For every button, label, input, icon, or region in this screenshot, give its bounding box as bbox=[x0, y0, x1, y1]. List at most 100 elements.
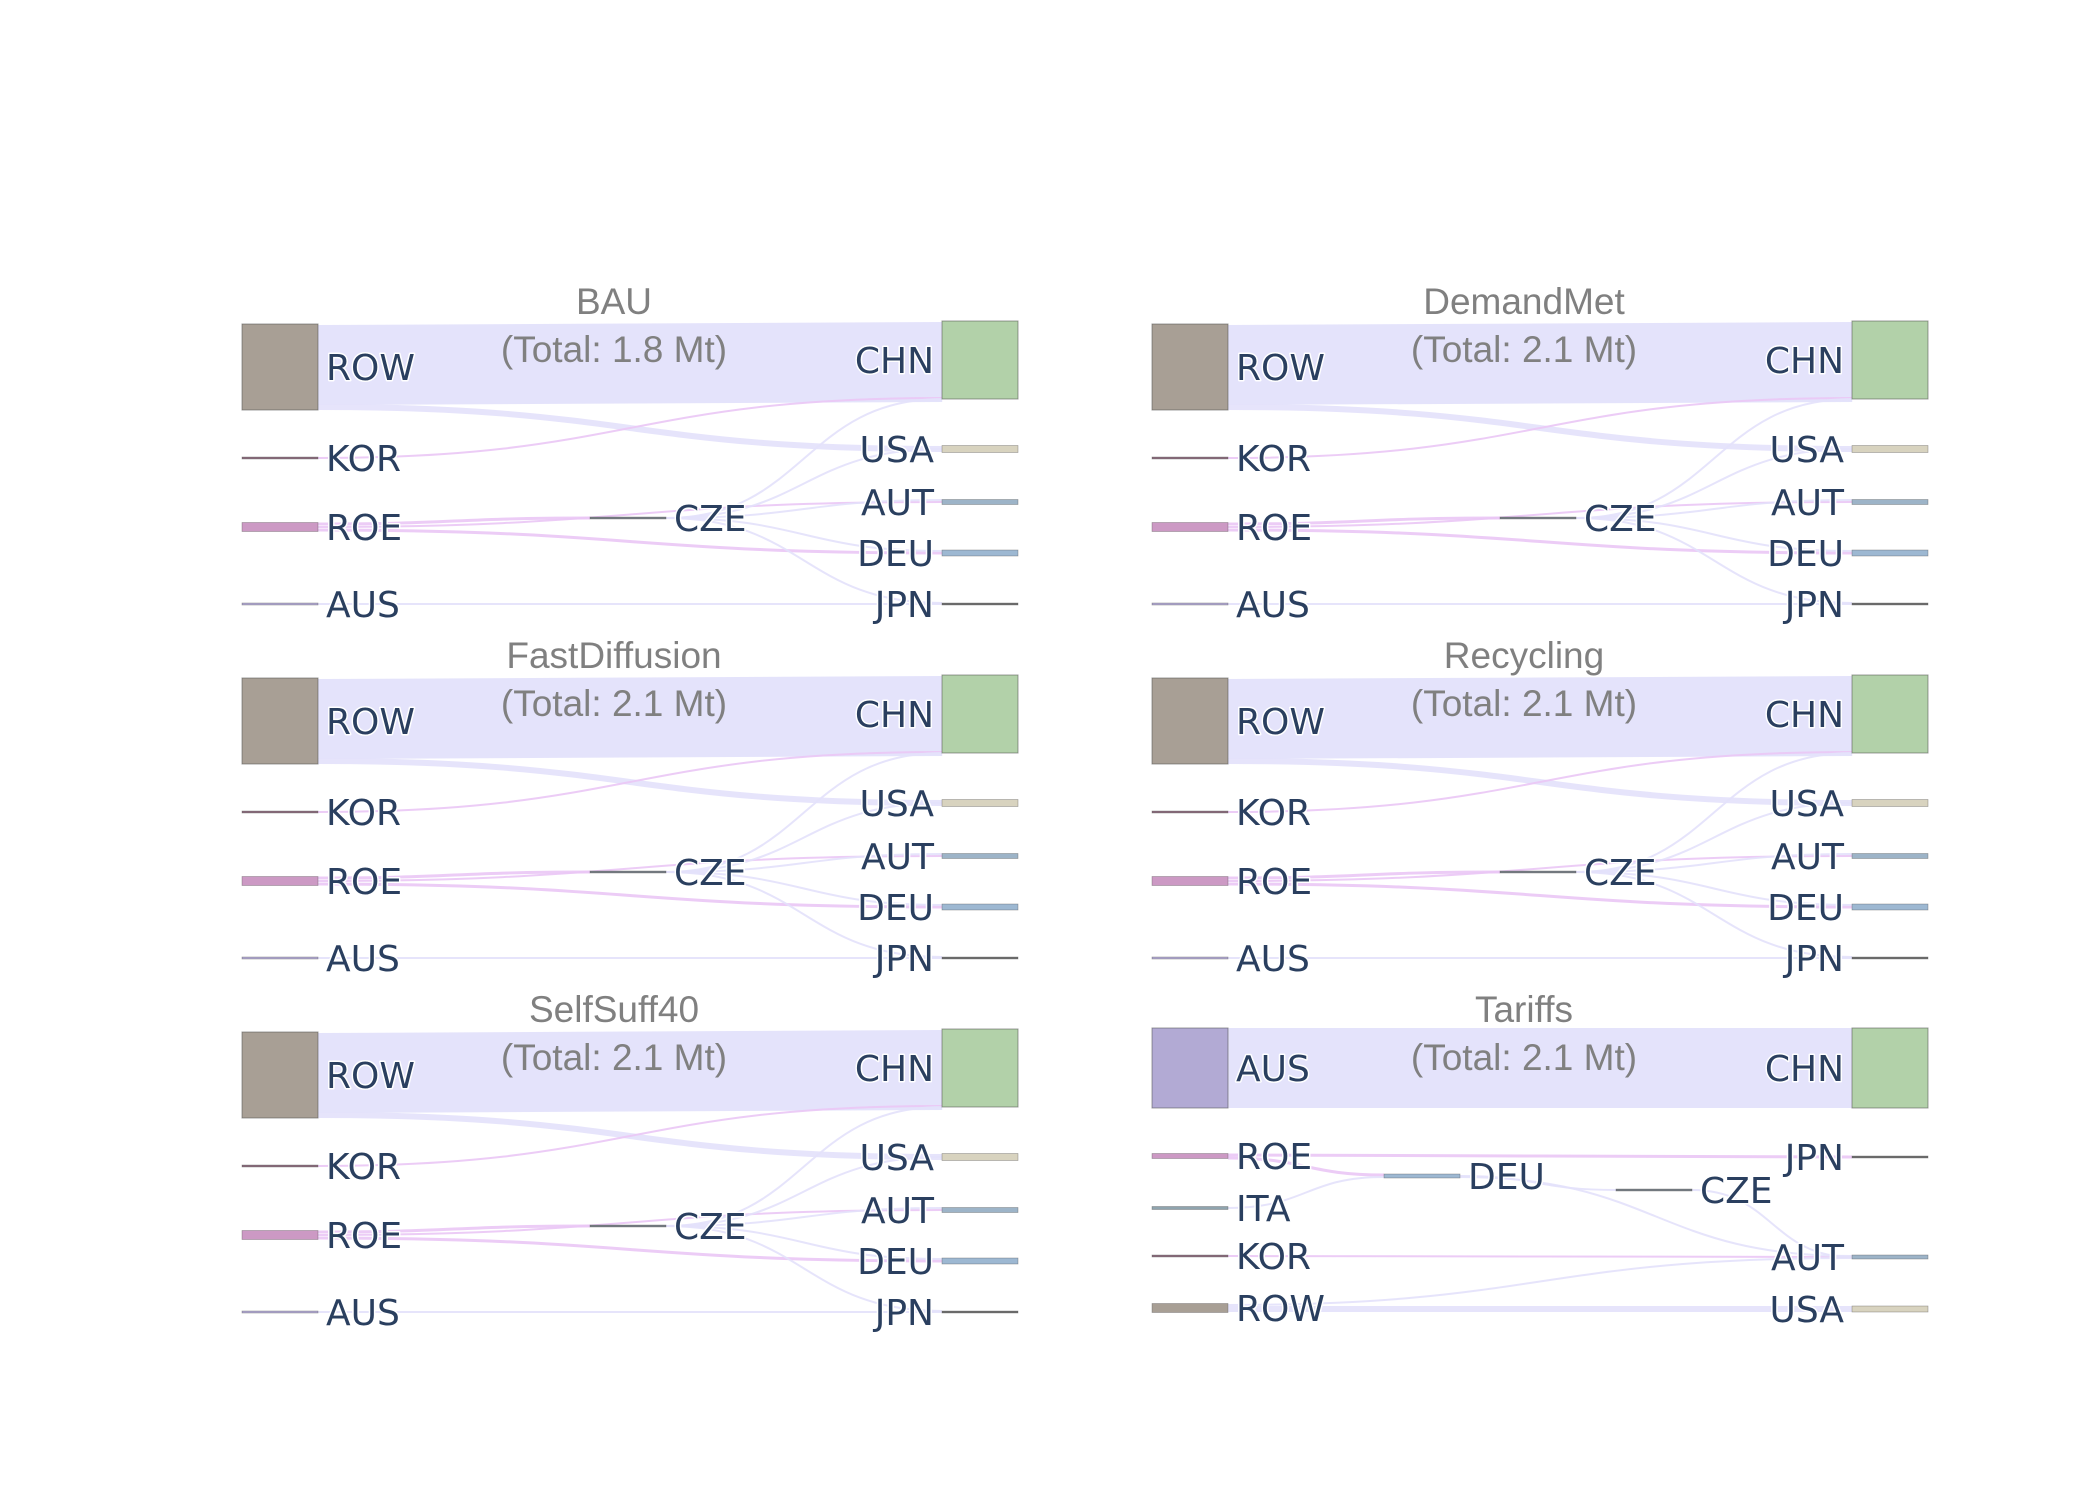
link-cze-deu[interactable] bbox=[665, 871, 943, 906]
node-cze[interactable] bbox=[1615, 1188, 1693, 1192]
node-usa[interactable] bbox=[1851, 1305, 1929, 1313]
link-cze-chn[interactable] bbox=[1575, 398, 1853, 519]
link-kor-aut[interactable] bbox=[1227, 1255, 1853, 1258]
link-roe-cze[interactable] bbox=[1227, 516, 1501, 526]
link-roe-aut[interactable] bbox=[1227, 855, 1853, 882]
node-usa[interactable] bbox=[1851, 799, 1929, 807]
link-row-chn[interactable] bbox=[317, 322, 943, 405]
node-jpn[interactable] bbox=[1851, 956, 1929, 960]
link-cze-jpn[interactable] bbox=[665, 1225, 943, 1312]
link-kor-chn[interactable] bbox=[317, 751, 943, 813]
node-aut[interactable] bbox=[941, 853, 1019, 859]
link-cze-deu[interactable] bbox=[665, 1225, 943, 1260]
link-roe-deu[interactable] bbox=[1227, 528, 1853, 555]
node-kor[interactable] bbox=[1151, 456, 1229, 460]
link-row-aut[interactable] bbox=[1227, 1257, 1853, 1306]
node-ita[interactable] bbox=[1151, 1206, 1229, 1210]
link-cze-chn[interactable] bbox=[665, 752, 943, 873]
link-roe-cze[interactable] bbox=[317, 516, 591, 526]
node-roe[interactable] bbox=[1151, 522, 1229, 532]
node-aut[interactable] bbox=[1851, 499, 1929, 505]
link-cze-aut[interactable] bbox=[665, 1207, 943, 1227]
node-jpn[interactable] bbox=[1851, 1155, 1929, 1159]
link-roe-cze[interactable] bbox=[317, 870, 591, 880]
node-deu[interactable] bbox=[941, 903, 1019, 911]
node-deu[interactable] bbox=[941, 1257, 1019, 1265]
link-cze-deu[interactable] bbox=[665, 517, 943, 552]
node-cze[interactable] bbox=[1499, 516, 1577, 520]
node-chn[interactable] bbox=[1851, 1027, 1929, 1109]
node-kor[interactable] bbox=[1151, 1254, 1229, 1258]
link-roe-aut[interactable] bbox=[317, 1209, 943, 1236]
node-jpn[interactable] bbox=[941, 1310, 1019, 1314]
node-kor[interactable] bbox=[241, 810, 319, 814]
node-row[interactable] bbox=[1151, 677, 1229, 765]
node-cze[interactable] bbox=[589, 1224, 667, 1228]
node-aut[interactable] bbox=[1851, 1254, 1929, 1260]
link-row-chn[interactable] bbox=[1227, 322, 1853, 405]
link-roe-deu[interactable] bbox=[1227, 882, 1853, 909]
link-cze-deu[interactable] bbox=[1575, 871, 1853, 906]
node-roe[interactable] bbox=[241, 522, 319, 532]
node-row[interactable] bbox=[241, 677, 319, 765]
link-kor-chn[interactable] bbox=[1227, 751, 1853, 813]
link-roe-aut[interactable] bbox=[1227, 501, 1853, 528]
node-roe[interactable] bbox=[241, 876, 319, 886]
link-cze-aut[interactable] bbox=[665, 853, 943, 873]
node-jpn[interactable] bbox=[941, 956, 1019, 960]
link-roe-aut[interactable] bbox=[317, 855, 943, 882]
link-roe-aut[interactable] bbox=[317, 501, 943, 528]
link-cze-jpn[interactable] bbox=[1575, 871, 1853, 958]
link-row-chn[interactable] bbox=[1227, 676, 1853, 759]
node-chn[interactable] bbox=[941, 1028, 1019, 1108]
node-chn[interactable] bbox=[941, 674, 1019, 754]
link-cze-aut[interactable] bbox=[1575, 853, 1853, 873]
link-row-chn[interactable] bbox=[317, 1030, 943, 1113]
link-cze-jpn[interactable] bbox=[665, 517, 943, 604]
node-kor[interactable] bbox=[241, 456, 319, 460]
node-deu[interactable] bbox=[1851, 549, 1929, 557]
node-aus[interactable] bbox=[1151, 956, 1229, 960]
node-kor[interactable] bbox=[241, 1164, 319, 1168]
link-row-chn[interactable] bbox=[317, 676, 943, 759]
link-cze-aut[interactable] bbox=[1691, 1189, 1853, 1258]
node-aut[interactable] bbox=[941, 1207, 1019, 1213]
link-roe-jpn[interactable] bbox=[1227, 1153, 1853, 1159]
link-cze-jpn[interactable] bbox=[665, 871, 943, 958]
node-aut[interactable] bbox=[1851, 853, 1929, 859]
node-cze[interactable] bbox=[589, 870, 667, 874]
link-roe-deu[interactable] bbox=[317, 882, 943, 909]
node-roe[interactable] bbox=[1151, 876, 1229, 886]
node-deu[interactable] bbox=[1383, 1173, 1461, 1179]
node-chn[interactable] bbox=[941, 320, 1019, 400]
link-roe-deu[interactable] bbox=[1227, 1156, 1385, 1177]
link-cze-chn[interactable] bbox=[665, 398, 943, 519]
link-ita-deu[interactable] bbox=[1227, 1176, 1385, 1209]
node-usa[interactable] bbox=[941, 1153, 1019, 1161]
node-roe[interactable] bbox=[1151, 1153, 1229, 1159]
node-usa[interactable] bbox=[941, 799, 1019, 807]
link-cze-usa[interactable] bbox=[665, 802, 943, 873]
link-roe-cze[interactable] bbox=[317, 1224, 591, 1234]
node-aus[interactable] bbox=[1151, 1027, 1229, 1109]
link-cze-usa[interactable] bbox=[665, 448, 943, 519]
node-aus[interactable] bbox=[241, 602, 319, 606]
link-roe-deu[interactable] bbox=[317, 528, 943, 555]
node-chn[interactable] bbox=[1851, 320, 1929, 400]
link-kor-chn[interactable] bbox=[1227, 397, 1853, 459]
node-row[interactable] bbox=[241, 323, 319, 411]
link-cze-chn[interactable] bbox=[665, 1106, 943, 1227]
link-cze-jpn[interactable] bbox=[1575, 517, 1853, 604]
link-cze-usa[interactable] bbox=[665, 1156, 943, 1227]
node-deu[interactable] bbox=[941, 549, 1019, 557]
link-kor-chn[interactable] bbox=[317, 1105, 943, 1167]
node-usa[interactable] bbox=[1851, 445, 1929, 453]
node-cze[interactable] bbox=[589, 516, 667, 520]
link-cze-usa[interactable] bbox=[1575, 448, 1853, 519]
node-row[interactable] bbox=[1151, 1303, 1229, 1313]
link-cze-aut[interactable] bbox=[665, 499, 943, 519]
node-aus[interactable] bbox=[1151, 602, 1229, 606]
link-cze-aut[interactable] bbox=[1575, 499, 1853, 519]
link-kor-chn[interactable] bbox=[317, 397, 943, 459]
node-usa[interactable] bbox=[941, 445, 1019, 453]
